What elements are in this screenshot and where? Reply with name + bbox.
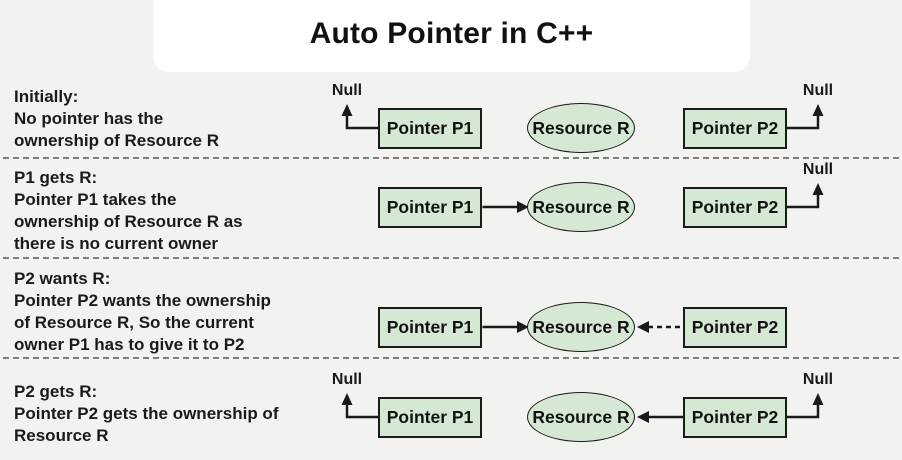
node-label: Resource R xyxy=(532,117,630,138)
row2-caption-line: there is no current owner xyxy=(14,234,219,253)
row4-right-null-arrowhead-icon xyxy=(812,393,824,405)
row3-caption-line: Pointer P2 wants the ownership xyxy=(14,291,271,310)
row2-right-null-arrowhead-icon xyxy=(812,183,824,195)
row2-p2-null-connector xyxy=(787,194,820,209)
row1-p1-null-connector xyxy=(345,115,379,130)
row2-heading: P1 gets R: xyxy=(14,168,98,187)
row2-pointer-p1-node: Pointer P1 xyxy=(378,186,482,228)
row1-caption-line: ownership of Resource R xyxy=(14,131,219,150)
row3-heading: P2 wants R: xyxy=(14,269,111,288)
row1-caption: Initially: No pointer has the ownership … xyxy=(14,86,219,152)
row1-pointer-p1-node: Pointer P1 xyxy=(378,107,482,149)
row-separator-1 xyxy=(3,157,899,159)
row2-caption-line: ownership of Resource R as xyxy=(14,212,243,231)
row3-caption: P2 wants R: Pointer P2 wants the ownersh… xyxy=(14,268,271,356)
row3-pointer-p2-node: Pointer P2 xyxy=(683,306,787,348)
row4-resource-node: Resource R xyxy=(527,392,635,442)
row1-right-null-label: Null xyxy=(802,82,834,99)
row4-p2-null-connector xyxy=(787,404,820,419)
node-label: Pointer P2 xyxy=(691,316,779,337)
row4-caption-line: Pointer P2 gets the ownership of xyxy=(14,404,279,423)
row4-p1-null-connector xyxy=(345,404,379,419)
row4-right-null-label: Null xyxy=(802,371,834,388)
row4-caption: P2 gets R: Pointer P2 gets the ownership… xyxy=(14,381,278,447)
node-label: Pointer P2 xyxy=(691,196,779,217)
row2-caption: P1 gets R: Pointer P1 takes the ownershi… xyxy=(14,167,243,255)
row3-caption-line: of Resource R, So the current xyxy=(14,313,254,332)
row3-caption-line: owner P1 has to give it to P2 xyxy=(14,335,245,354)
row4-pointer-p1-node: Pointer P1 xyxy=(378,396,482,438)
row3-p2-arrowhead-icon xyxy=(637,321,649,333)
row1-caption-line: No pointer has the xyxy=(14,109,164,128)
page-title: Auto Pointer in C++ xyxy=(309,17,594,50)
row-separator-3 xyxy=(3,357,899,359)
node-label: Pointer P1 xyxy=(386,117,474,138)
row1-p2-null-connector xyxy=(787,115,820,130)
row4-heading: P2 gets R: xyxy=(14,382,98,401)
node-label: Pointer P2 xyxy=(691,406,779,427)
row1-pointer-p2-node: Pointer P2 xyxy=(683,107,787,149)
title-card: Auto Pointer in C++ xyxy=(153,0,750,72)
row4-caption-line: Resource R xyxy=(14,426,109,445)
row1-heading: Initially: xyxy=(14,87,79,106)
row1-left-null-label: Null xyxy=(331,82,363,99)
node-label: Pointer P1 xyxy=(386,196,474,217)
node-label: Resource R xyxy=(532,316,630,337)
row1-resource-node: Resource R xyxy=(527,103,635,153)
row4-left-null-label: Null xyxy=(331,371,363,388)
row1-left-null-arrowhead-icon xyxy=(341,104,353,116)
node-label: Pointer P2 xyxy=(691,117,779,138)
node-label: Pointer P1 xyxy=(386,406,474,427)
row3-pointer-p1-node: Pointer P1 xyxy=(378,306,482,348)
row2-p1-arrowhead-icon xyxy=(517,201,529,213)
row2-resource-node: Resource R xyxy=(527,182,635,232)
row3-p1-arrowhead-icon xyxy=(517,321,529,333)
row3-resource-node: Resource R xyxy=(527,302,635,352)
row-separator-2 xyxy=(3,257,899,259)
row4-p2-arrowhead-icon xyxy=(637,411,649,423)
node-label: Resource R xyxy=(532,406,630,427)
row2-pointer-p2-node: Pointer P2 xyxy=(683,186,787,228)
node-label: Pointer P1 xyxy=(386,316,474,337)
row4-left-null-arrowhead-icon xyxy=(341,393,353,405)
row4-pointer-p2-node: Pointer P2 xyxy=(683,396,787,438)
node-label: Resource R xyxy=(532,196,630,217)
row2-right-null-label: Null xyxy=(802,161,834,178)
row1-right-null-arrowhead-icon xyxy=(812,104,824,116)
row2-caption-line: Pointer P1 takes the xyxy=(14,190,177,209)
